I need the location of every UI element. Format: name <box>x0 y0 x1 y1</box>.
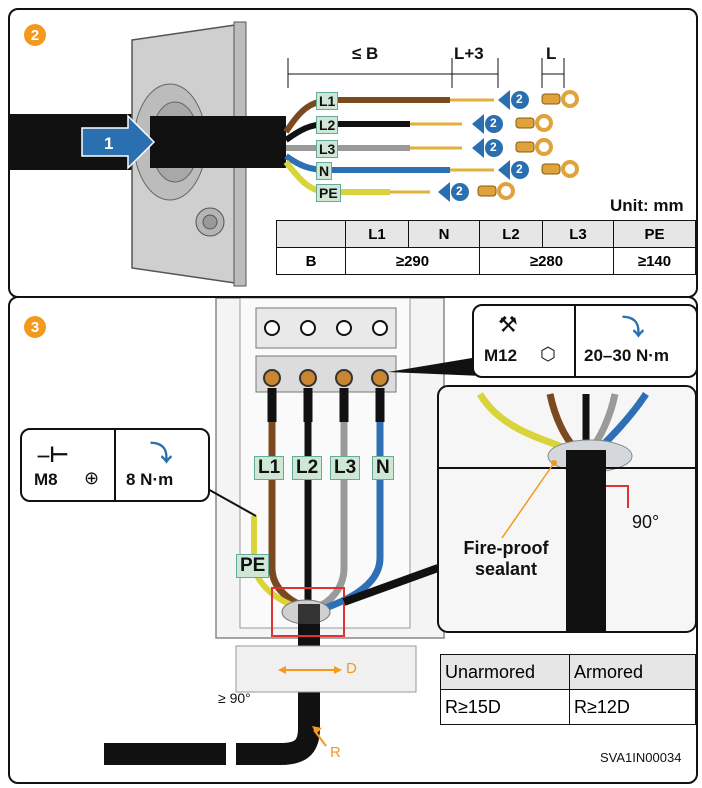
wire-tag-l3: L3 <box>316 140 339 158</box>
cross-head-icon: ⊕ <box>84 468 100 488</box>
screwdriver-icon: ⎯⊢ <box>38 442 70 467</box>
bend-radius-table: Unarmored Armored R≥15D R≥12D <box>440 654 696 725</box>
step-2-badge: 2 <box>24 24 46 46</box>
min-angle-label: ≥ 90° <box>218 690 251 706</box>
table-header-cell: L3 <box>542 220 614 248</box>
wire-tag-n: N <box>316 162 333 180</box>
step-3-panel: 3 <box>8 296 698 784</box>
table-header-cell <box>276 220 346 248</box>
pe-torque-value: 8 N·m <box>126 470 174 489</box>
crimp-step-number: 2 <box>490 116 497 130</box>
table-header-cell: N <box>408 220 480 248</box>
table-cell: ≥290 <box>345 247 480 275</box>
crimp-step-number: 2 <box>516 162 523 176</box>
phase-bolt-size: M12 <box>484 346 518 365</box>
table-header-cell: PE <box>613 220 696 248</box>
diameter-label: D <box>346 660 357 677</box>
phase-torque-box: ⚒ M12 ⬡ ⤵ 20–30 N·m <box>472 304 696 378</box>
step-2-panel: 2 <box>8 8 698 298</box>
terminal-tag-pe: PE <box>236 554 270 578</box>
unit-label: Unit: mm <box>610 196 684 215</box>
terminal-wiring-diagram <box>104 298 696 772</box>
phase-torque-value: 20–30 N·m <box>584 346 670 365</box>
sealant-label: Fire-proof sealant <box>450 538 562 580</box>
pe-torque-box: ⎯⊢ M8 ⊕ ⤵ 8 N·m <box>20 428 210 502</box>
figure-code: SVA1IN00034 <box>600 750 682 765</box>
angle-90-label: 90° <box>632 512 660 532</box>
length-table: L1 N L2 L3 PE B ≥290 ≥280 ≥140 <box>276 220 696 275</box>
crimp-step-number: 2 <box>516 92 523 106</box>
table-header-cell: Armored <box>569 654 696 690</box>
table-header-cell: L2 <box>479 220 543 248</box>
wire-tag-l1: L1 <box>316 92 339 110</box>
crimp-step-number: 2 <box>456 184 463 198</box>
terminal-tag-l1: L1 <box>254 456 285 480</box>
wrench-icon: ⚒ <box>498 312 518 337</box>
table-cell: ≥280 <box>479 247 614 275</box>
torque-arrow-icon: ⤵ <box>622 315 645 340</box>
terminal-tag-l2: L2 <box>292 456 323 480</box>
table-cell: R≥12D <box>569 689 696 725</box>
wire-tag-l2: L2 <box>316 116 339 134</box>
hex-nut-icon: ⬡ <box>540 344 556 364</box>
table-cell: B <box>276 247 346 275</box>
dim-l3-label: L+3 <box>454 44 484 63</box>
radius-label: R <box>330 744 341 761</box>
cable-prep-diagram <box>10 21 579 287</box>
crimp-step-number: 2 <box>490 140 497 154</box>
table-header-cell: L1 <box>345 220 409 248</box>
dim-l-label: L <box>546 44 557 63</box>
pe-bolt-size: M8 <box>34 470 58 489</box>
insert-step-number: 1 <box>104 134 114 153</box>
table-header-cell: Unarmored <box>440 654 570 690</box>
dim-b-label: ≤ B <box>352 44 379 63</box>
terminal-tag-l3: L3 <box>330 456 361 480</box>
wire-tag-pe: PE <box>316 184 341 202</box>
torque-arrow-icon: ⤵ <box>150 441 173 466</box>
table-cell: R≥15D <box>440 689 570 725</box>
table-cell: ≥140 <box>613 247 696 275</box>
terminal-tag-n: N <box>372 456 394 480</box>
step-3-badge: 3 <box>24 316 46 338</box>
